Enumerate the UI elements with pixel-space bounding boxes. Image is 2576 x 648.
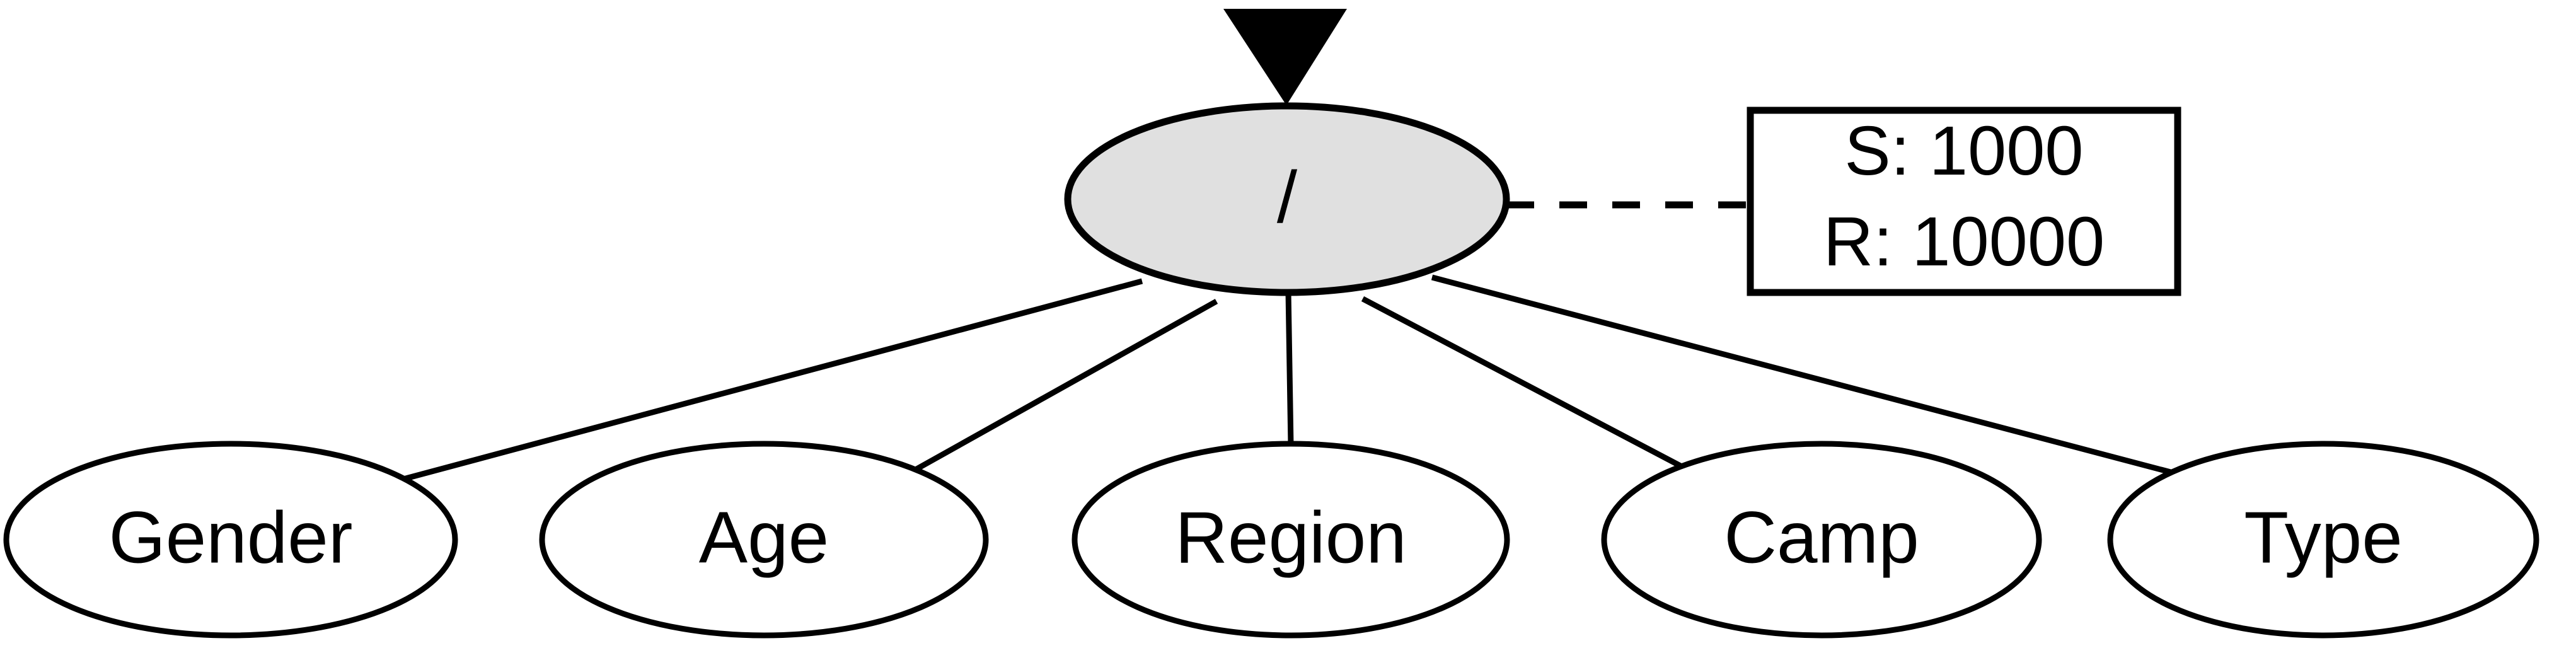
edge-root-to-region [1285, 291, 1294, 446]
node-type-shape[interactable] [2107, 441, 2539, 639]
edge-root-to-type [1431, 274, 2193, 481]
annotation-box-frame [1747, 107, 2181, 296]
annotation-stats-box: S: 1000 R: 10000 [1747, 107, 2181, 296]
node-age[interactable]: Age [539, 441, 989, 639]
annotation-line-supply: S: 1000 [1844, 112, 2083, 190]
edge-root-to-age [906, 299, 1218, 477]
node-root[interactable]: / [1064, 102, 1510, 296]
node-gender-shape[interactable] [3, 441, 458, 639]
edge-root-to-gender [402, 278, 1143, 482]
node-age-shape[interactable] [539, 441, 989, 639]
root-pointer-triangle-icon [1223, 9, 1347, 105]
node-region-shape[interactable] [1071, 441, 1510, 639]
node-gender-label: Gender [109, 497, 353, 579]
node-root-label: / [1277, 156, 1298, 238]
tree-edges [402, 274, 2193, 482]
node-region[interactable]: Region [1071, 441, 1510, 639]
node-camp[interactable]: Camp [1601, 441, 2042, 639]
node-type[interactable]: Type [2107, 441, 2539, 639]
annotation-line-records: R: 10000 [1823, 203, 2105, 281]
node-gender[interactable]: Gender [3, 441, 458, 639]
node-age-label: Age [699, 497, 829, 579]
node-root-shape[interactable] [1064, 102, 1510, 296]
node-camp-shape[interactable] [1601, 441, 2042, 639]
edge-root-to-camp [1361, 296, 1684, 469]
node-type-label: Type [2244, 497, 2402, 579]
node-region-label: Region [1175, 497, 1407, 579]
node-camp-label: Camp [1724, 497, 1919, 579]
